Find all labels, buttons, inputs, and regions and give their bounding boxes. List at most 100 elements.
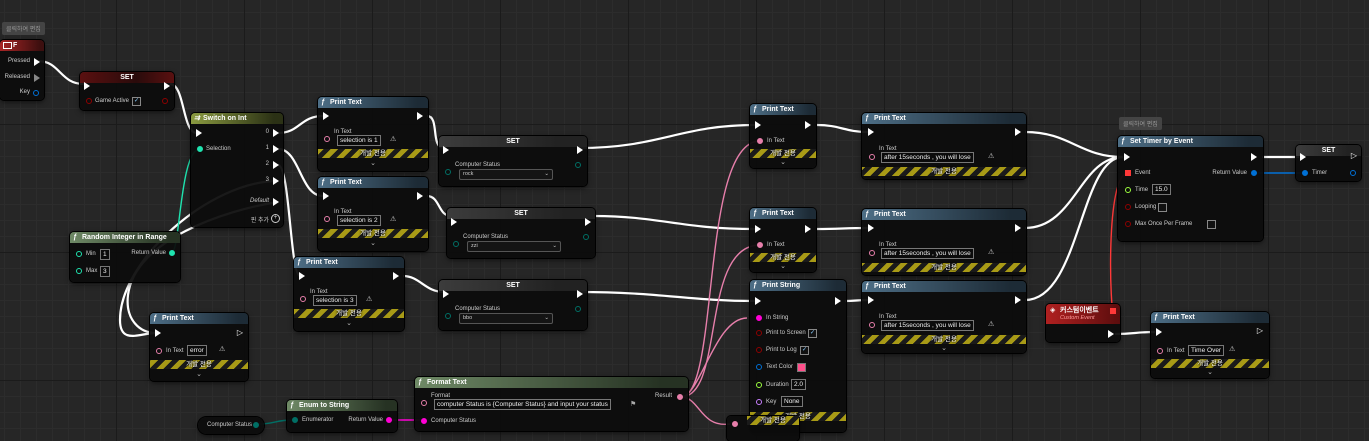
in-text-pin[interactable] bbox=[869, 322, 875, 328]
add-pin-icon[interactable]: + bbox=[271, 214, 280, 223]
pressed-exec-pin[interactable] bbox=[34, 58, 40, 66]
exec-out-pin[interactable] bbox=[577, 146, 583, 154]
enumerator-pin[interactable] bbox=[292, 417, 298, 423]
exec-out-pin[interactable] bbox=[417, 192, 423, 200]
time-input[interactable]: 15.0 bbox=[1152, 184, 1171, 195]
computer-status-dropdown[interactable]: zzi⌄ bbox=[467, 241, 561, 252]
selection-pin[interactable] bbox=[197, 146, 203, 152]
in-text-pin[interactable] bbox=[732, 421, 738, 427]
exec-out-pin[interactable] bbox=[805, 121, 811, 129]
computer-status-pin[interactable] bbox=[445, 169, 451, 175]
exec-in-pin[interactable] bbox=[755, 297, 761, 305]
in-text-input[interactable]: after 15seconds , you will lose bbox=[881, 152, 974, 163]
key-input[interactable]: None bbox=[781, 396, 803, 407]
exec-out-pin[interactable] bbox=[1251, 153, 1257, 161]
format-input[interactable]: computer Status is {Computer Status} and… bbox=[434, 399, 611, 410]
exec-in-pin[interactable] bbox=[451, 218, 457, 226]
in-text-pin[interactable] bbox=[324, 136, 330, 142]
set-computer-status-node-3[interactable]: SET Computer Status bbo⌄ bbox=[439, 280, 587, 330]
exec-in-pin[interactable] bbox=[868, 296, 874, 304]
in-text-pin[interactable] bbox=[300, 296, 306, 302]
computer-status-dropdown[interactable]: rock⌄ bbox=[459, 169, 553, 180]
min-pin[interactable] bbox=[76, 251, 82, 257]
exec-in-pin[interactable] bbox=[868, 224, 874, 232]
exec-in-pin[interactable] bbox=[323, 112, 329, 120]
set-computer-status-node-2[interactable]: SET Computer Status zzi⌄ bbox=[447, 208, 595, 258]
exec-out-pin[interactable] bbox=[1015, 296, 1021, 304]
comment-bubble[interactable]: 클릭하여 편집 bbox=[2, 22, 45, 35]
max-input[interactable]: 3 bbox=[100, 266, 110, 277]
exec-out-pin[interactable] bbox=[1015, 128, 1021, 136]
in-text-pin[interactable] bbox=[324, 216, 330, 222]
timer-pin[interactable] bbox=[1302, 170, 1308, 176]
time-pin[interactable] bbox=[1125, 187, 1131, 193]
expand-chevron-icon[interactable]: ⌄ bbox=[370, 160, 376, 167]
exec-in-pin[interactable] bbox=[755, 121, 761, 129]
in-text-input[interactable]: selection is 1 bbox=[337, 135, 381, 146]
expand-chevron-icon[interactable]: ⌄ bbox=[346, 320, 352, 327]
text-color-pin[interactable] bbox=[756, 364, 762, 370]
delegate-out-pin[interactable] bbox=[1110, 308, 1116, 314]
in-text-input[interactable]: selection is 3 bbox=[313, 295, 357, 306]
exec-out-pin[interactable] bbox=[1015, 224, 1021, 232]
expand-chevron-icon[interactable]: ⌄ bbox=[370, 240, 376, 247]
max-once-checkbox[interactable] bbox=[1207, 220, 1216, 229]
released-exec-pin[interactable] bbox=[34, 74, 40, 82]
in-text-input[interactable]: selection is 2 bbox=[337, 215, 381, 226]
return-value-pin[interactable] bbox=[169, 250, 175, 256]
switch-on-int-node[interactable]: ⇉Switch on Int Selection 0 1 2 3 Default… bbox=[191, 113, 283, 227]
exec-in-pin[interactable] bbox=[196, 129, 202, 137]
computer-status-pin[interactable] bbox=[445, 313, 451, 319]
exec-in-pin[interactable] bbox=[755, 225, 761, 233]
exec-out-pin[interactable] bbox=[417, 112, 423, 120]
result-pin[interactable] bbox=[677, 394, 683, 400]
exec-out-pin[interactable] bbox=[1108, 330, 1114, 338]
max-once-pin[interactable] bbox=[1125, 221, 1131, 227]
exec-in-pin[interactable] bbox=[299, 272, 305, 280]
case-3-pin[interactable] bbox=[273, 177, 279, 185]
event-delegate-pin[interactable] bbox=[1125, 170, 1131, 176]
print-to-log-pin[interactable] bbox=[756, 347, 762, 353]
exec-in-pin[interactable] bbox=[868, 128, 874, 136]
set-computer-status-node-1[interactable]: SET Computer Status rock⌄ bbox=[439, 136, 587, 186]
game-active-pin[interactable] bbox=[86, 98, 92, 104]
in-text-input[interactable]: error bbox=[187, 345, 207, 356]
exec-in-pin[interactable] bbox=[443, 290, 449, 298]
expand-chevron-icon[interactable]: ⌄ bbox=[196, 371, 202, 378]
expand-chevron-icon[interactable]: ⌄ bbox=[1207, 369, 1213, 376]
exec-out-pin[interactable] bbox=[393, 272, 399, 280]
in-text-pin[interactable] bbox=[1157, 348, 1163, 354]
key-pin[interactable] bbox=[756, 399, 762, 405]
exec-out-pin[interactable] bbox=[577, 290, 583, 298]
text-color-swatch[interactable] bbox=[797, 363, 806, 372]
computer-status-out-pin[interactable] bbox=[583, 234, 589, 240]
case-1-pin[interactable] bbox=[273, 145, 279, 153]
max-pin[interactable] bbox=[76, 268, 82, 274]
computer-status-out-pin[interactable] bbox=[575, 162, 581, 168]
in-text-pin[interactable] bbox=[156, 348, 162, 354]
exec-in-pin[interactable] bbox=[443, 146, 449, 154]
print-text-partial-node[interactable]: 개발 전용 bbox=[727, 416, 799, 441]
exec-out-pin[interactable] bbox=[835, 297, 841, 305]
timer-out-pin[interactable] bbox=[1350, 170, 1356, 176]
computer-status-getter[interactable]: Computer Status bbox=[198, 417, 264, 434]
exec-out-outline-icon[interactable]: ▷ bbox=[1350, 151, 1357, 160]
case-2-pin[interactable] bbox=[273, 161, 279, 169]
expand-chevron-icon[interactable]: ⌄ bbox=[941, 345, 947, 352]
print-to-screen-pin[interactable] bbox=[756, 330, 762, 336]
exec-in-pin[interactable] bbox=[1124, 153, 1130, 161]
in-string-pin[interactable] bbox=[756, 315, 762, 321]
add-pin-label[interactable]: 핀 추가 bbox=[250, 218, 269, 224]
